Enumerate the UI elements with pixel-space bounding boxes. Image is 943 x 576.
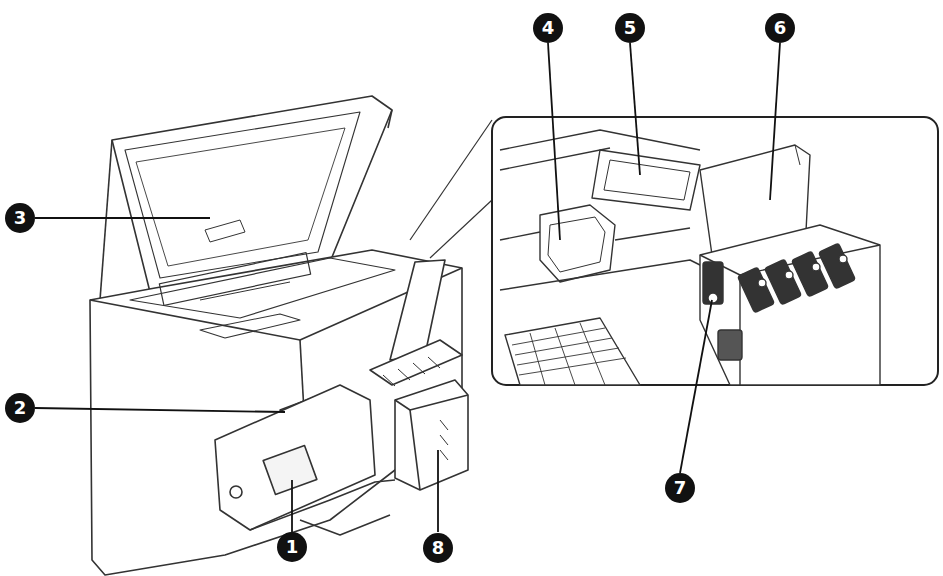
callout-number: 1 bbox=[277, 532, 307, 562]
callout-number: 7 bbox=[665, 473, 695, 503]
callout-number: 6 bbox=[765, 13, 795, 43]
callout-number: 3 bbox=[5, 203, 35, 233]
callout-number: 8 bbox=[423, 533, 453, 563]
callout-number: 4 bbox=[533, 13, 563, 43]
callout-number: 5 bbox=[615, 13, 645, 43]
callout-number: 2 bbox=[5, 393, 35, 423]
